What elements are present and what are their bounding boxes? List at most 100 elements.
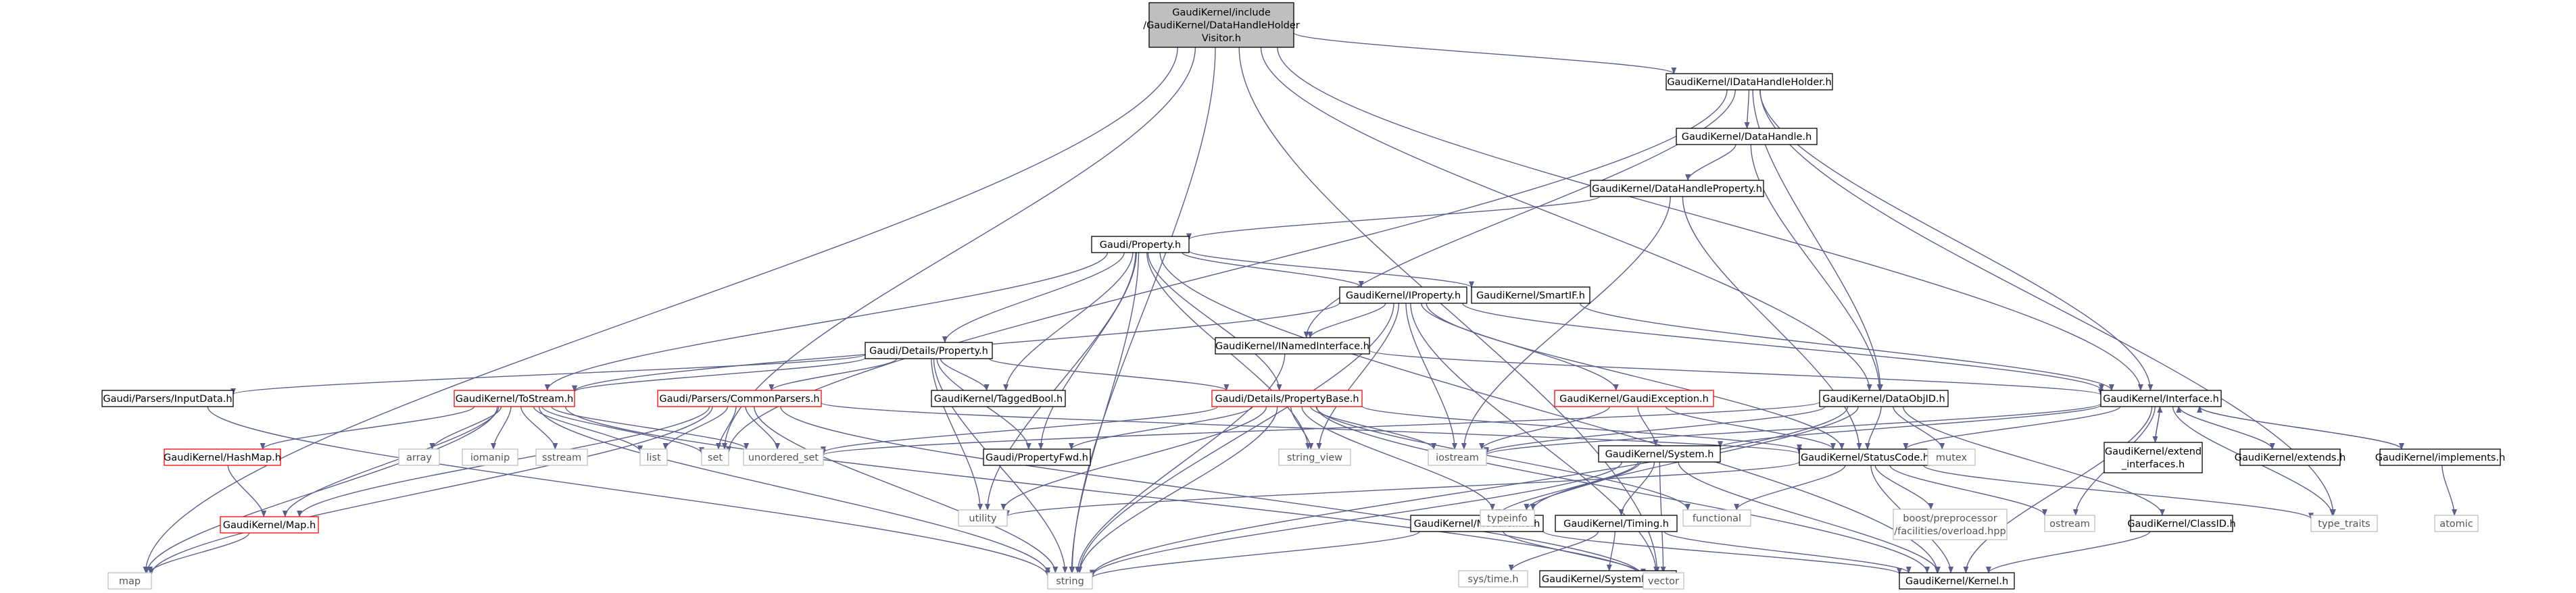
node-mutex: mutex [1927,448,1976,466]
node-label: GaudiKernel/DataHandleProperty.h [1592,184,1762,195]
node-extends[interactable]: GaudiKernel/extends.h [2235,448,2346,466]
node-tostream[interactable]: GaudiKernel/ToStream.h [454,390,575,407]
node-box [2239,448,2341,466]
node-kernel[interactable]: GaudiKernel/Kernel.h [1899,572,2015,590]
edge-tostream-to-hashmap [260,406,475,450]
node-box [2434,515,2479,532]
edge-extendif-to-iface [2154,406,2163,443]
edge-tostream-to-map [144,406,498,573]
edge-system-to-timing [1618,461,1655,516]
node-label: GaudiKernel/TaggedBool.h [934,394,1063,405]
node-label: set [708,453,723,463]
node-atomic: atomic [2434,515,2479,532]
edge-timing-to-systime [1508,531,1599,571]
node-label: array [406,453,432,463]
node-inputdata[interactable]: Gaudi/Parsers/InputData.h [101,390,234,407]
edge-moduleinfo-to-string [1090,531,1420,579]
node-label: GaudiKernel/ClassID.h [2127,519,2235,530]
edge-dhp-to-iostream [1461,196,1671,450]
edge-hashmap-to-gkmap [227,465,267,517]
node-detprop[interactable]: Gaudi/Details/Property.h [865,342,993,359]
node-iprop[interactable]: GaudiKernel/IProperty.h [1339,286,1467,304]
node-box [1339,286,1467,304]
node-hashmap[interactable]: GaudiKernel/HashMap.h [164,448,281,466]
edge-propbase-to-utility [1000,406,1267,511]
node-extendif[interactable]: GaudiKernel/extend_interfaces.h [2104,442,2203,473]
node-box [931,390,1066,407]
node-box [2100,390,2222,407]
node-idhh[interactable]: GaudiKernel/IDataHandleHolder.h [1666,73,1833,91]
edge-dataobjid-to-iostream [1484,406,1826,455]
node-label: Gaudi/Parsers/CommonParsers.h [659,394,819,405]
node-gexc[interactable]: GaudiKernel/GaudiException.h [1554,390,1714,407]
edge-iprop-to-string [1077,303,1394,573]
node-box [1480,509,1535,527]
node-dataobjid[interactable]: GaudiKernel/DataObjID.h [1819,390,1949,407]
node-box [1278,448,1351,466]
edge-tostream-to-unordered_set [551,406,749,450]
edge-iprop-to-inamed [1307,303,1386,338]
node-root[interactable]: GaudiKernel/include/GaudiKernel/DataHand… [1143,2,1300,48]
node-label: GaudiKernel/Interface.h [2103,394,2219,405]
node-smartif[interactable]: GaudiKernel/SmartIF.h [1471,286,1590,304]
node-label: GaudiKernel/DataHandle.h [1682,132,1812,143]
node-label: Gaudi/Details/Property.h [869,346,988,357]
node-label: GaudiKernel/DataObjID.h [1822,394,1945,405]
node-implements[interactable]: GaudiKernel/implements.h [2375,448,2506,466]
edge-iface-to-system [1718,405,2101,448]
node-inamed[interactable]: GaudiKernel/INamedInterface.h [1215,337,1370,355]
node-taggedbool[interactable]: GaudiKernel/TaggedBool.h [931,390,1066,407]
edge-detprop-to-commonparsers [769,358,898,391]
node-utility: utility [958,509,1008,527]
node-propbase[interactable]: Gaudi/Details/PropertyBase.h [1211,390,1363,407]
node-box [743,448,824,466]
edge-iface-to-statuscode [1903,406,2121,450]
edge-dataobjid-to-statuscode [1864,406,1882,450]
edge-detprop-to-utility [931,358,983,511]
node-label: GaudiKernel/ToStream.h [456,394,574,405]
node-functional: functional [1682,509,1751,527]
node-box [1893,509,2008,540]
node-commonparsers[interactable]: Gaudi/Parsers/CommonParsers.h [657,390,822,407]
node-classid[interactable]: GaudiKernel/ClassID.h [2127,515,2236,532]
node-label: functional [1693,513,1741,524]
node-label: type_traits [2318,519,2370,530]
node-box [1458,570,1528,588]
node-dh[interactable]: GaudiKernel/DataHandle.h [1676,128,1818,145]
node-label: _interfaces.h [2121,459,2185,470]
node-system[interactable]: GaudiKernel/System.h [1598,445,1721,463]
node-box [657,390,822,407]
node-box [1047,572,1093,590]
node-box [1148,2,1294,48]
edge-iface-to-iostream [1484,403,2101,456]
edge-idhh-to-inamed [1303,89,1736,338]
edge-inamed-to-iface [1369,350,2104,396]
node-box [535,448,588,466]
node-box [639,448,668,466]
edge-idhh-to-iface [1759,89,2154,391]
edge-tostream-to-sstream [520,406,558,450]
node-propfwd[interactable]: Gaudi/PropertyFwd.h [983,448,1091,466]
node-timing[interactable]: GaudiKernel/Timing.h [1555,515,1678,532]
edge-tostream-to-list [533,406,643,453]
edge-gprop-to-string [1069,252,1140,573]
node-label: sys/time.h [1467,574,1518,585]
node-label: sstream [542,453,581,463]
node-unordered_set: unordered_set [743,448,824,466]
node-box [958,509,1008,527]
node-box [1927,448,1976,466]
node-statuscode[interactable]: GaudiKernel/StatusCode.h [1799,448,1931,466]
node-label: GaudiKernel/StatusCode.h [1801,453,1929,463]
edge-implements-to-iface [2197,406,2402,450]
node-gkmap[interactable]: GaudiKernel/Map.h [220,516,319,534]
node-label: /GaudiKernel/DataHandleHolder [1143,20,1300,31]
node-dhp[interactable]: GaudiKernel/DataHandleProperty.h [1590,180,1764,197]
node-systime: sys/time.h [1458,570,1528,588]
edge-system-to-typeinfo [1524,461,1641,511]
node-gprop[interactable]: Gaudi/Property.h [1091,236,1190,253]
node-iface[interactable]: GaudiKernel/Interface.h [2100,390,2222,407]
edge-dh-to-dhp [1685,144,1736,181]
node-label: iostream [1436,453,1479,463]
node-box [1428,448,1487,466]
